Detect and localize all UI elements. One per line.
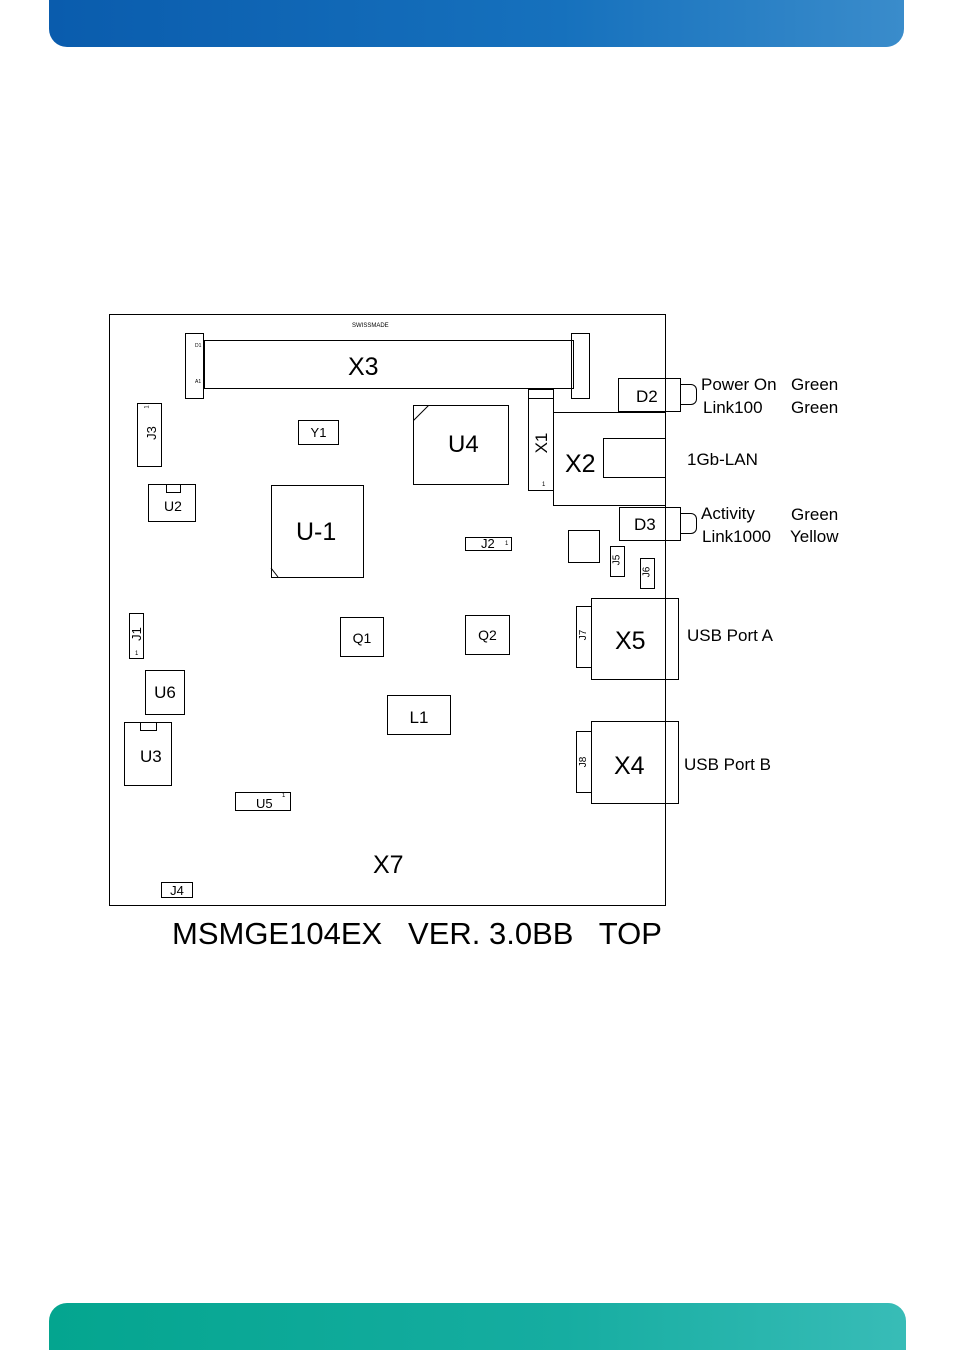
- q1-transistor: Q1: [340, 617, 384, 657]
- l1-inductor: L1: [387, 695, 451, 735]
- q2-transistor: Q2: [465, 615, 510, 655]
- j3-pin-one: 1: [145, 405, 151, 408]
- link100-color-label: Green: [791, 399, 838, 416]
- j3-label: J3: [142, 421, 160, 445]
- u2-label: U2: [164, 499, 182, 513]
- diagram-caption: MSMGE104EX VER. 3.0BB TOP: [172, 918, 662, 949]
- j7-label: J7: [577, 626, 591, 644]
- u5-pin-one: 1: [282, 793, 285, 799]
- usb-port-a-label: USB Port A: [687, 627, 773, 644]
- u3-tab: [140, 722, 157, 731]
- x5-label: X5: [615, 629, 646, 654]
- x4-label: X4: [614, 754, 645, 779]
- activity-label: Activity: [701, 505, 755, 522]
- j4-jumper: J4: [161, 882, 193, 898]
- j2-pin-one: 1: [505, 541, 508, 547]
- u4-pin1-notch: [413, 405, 431, 423]
- swiss-made-label: SWISSMADE: [352, 323, 389, 329]
- link1000-label: Link1000: [702, 528, 771, 545]
- j1-pin-one: 1: [135, 651, 138, 657]
- x1-connector-top: [528, 389, 554, 399]
- u1-label: U-1: [296, 520, 336, 545]
- u5-label: U5: [256, 797, 273, 810]
- u2-tab: [166, 484, 181, 493]
- x3-connector-right-end: [571, 333, 590, 399]
- x3-label: X3: [348, 355, 379, 380]
- y1-component: Y1: [298, 420, 339, 445]
- x2-label: X2: [565, 452, 596, 477]
- x3-connector-body: [204, 340, 574, 389]
- d2-lens: [681, 384, 697, 405]
- x2-jack-opening: [603, 438, 666, 478]
- u6-chip: U6: [145, 670, 185, 715]
- d2-label: D2: [636, 388, 658, 405]
- link1000-color-label: Yellow: [790, 528, 839, 545]
- power-on-color-label: Green: [791, 376, 838, 393]
- pin-a1-label: A1: [195, 380, 201, 385]
- pin-d1-label: D1: [195, 344, 201, 349]
- u3-label: U3: [140, 748, 162, 765]
- activity-color-label: Green: [791, 506, 838, 523]
- link100-label: Link100: [703, 399, 763, 416]
- x1-label: X1: [531, 429, 551, 457]
- u4-label: U4: [448, 433, 479, 457]
- j2-label: J2: [481, 537, 495, 550]
- unlabeled-component: [568, 530, 600, 563]
- footer-bar: [49, 1303, 906, 1350]
- j6-label: J6: [641, 564, 655, 581]
- x7-label: X7: [373, 853, 404, 878]
- j5-label: J5: [611, 552, 625, 569]
- lan-label: 1Gb-LAN: [687, 451, 758, 468]
- u1-pin1-notch: [270, 568, 280, 578]
- usb-port-b-label: USB Port B: [684, 756, 771, 773]
- power-on-label: Power On: [701, 376, 777, 393]
- j1-label: J1: [129, 625, 143, 643]
- d3-label: D3: [634, 516, 656, 533]
- j8-label: J8: [577, 753, 591, 771]
- x1-pin-one: 1: [542, 482, 545, 488]
- d3-lens: [681, 513, 697, 534]
